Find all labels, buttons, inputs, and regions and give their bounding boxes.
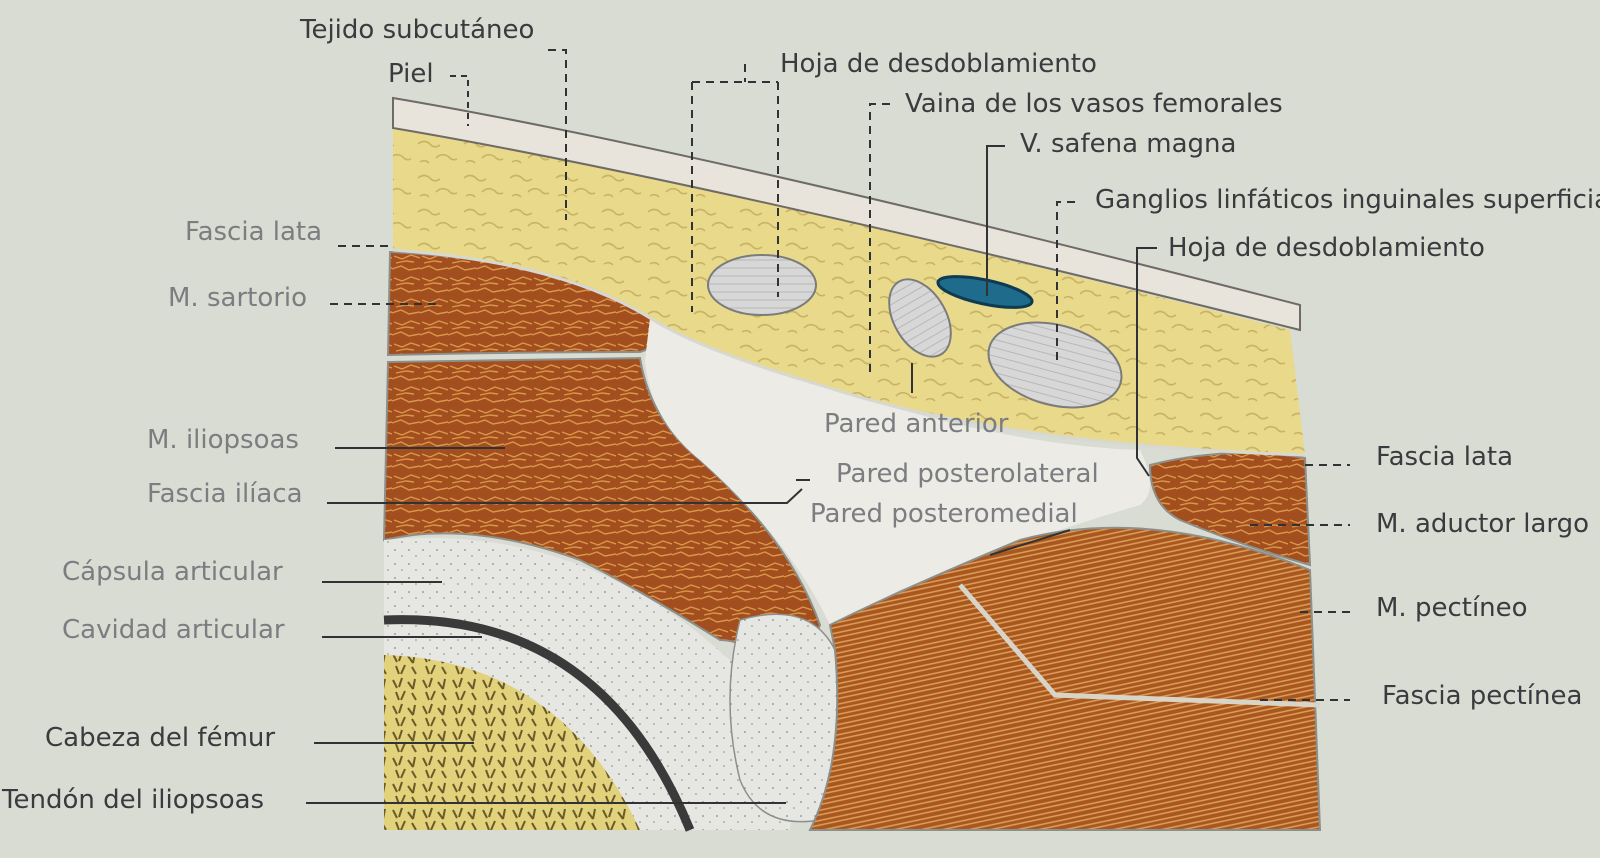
label-m-iliopsoas: M. iliopsoas bbox=[147, 425, 299, 455]
label-m-pectineo: M. pectíneo bbox=[1376, 593, 1528, 623]
lymph-node-large bbox=[987, 321, 1123, 409]
lymph-node-small bbox=[888, 278, 952, 358]
pectineal-fascia bbox=[958, 583, 1321, 708]
label-pared-posterolateral: Pared posterolateral bbox=[836, 459, 1099, 489]
femoral-vessel-node bbox=[707, 254, 817, 316]
label-tendon-iliopsoas: Tendón del iliopsoas bbox=[1, 785, 264, 815]
label-fascia-iliaca: Fascia ilíaca bbox=[147, 479, 303, 509]
label-hoja-desdoblamiento-right: Hoja de desdoblamiento bbox=[1168, 233, 1485, 263]
label-cabeza-femur: Cabeza del fémur bbox=[45, 723, 275, 753]
iliopsoas-muscle bbox=[382, 356, 822, 703]
leader-lines bbox=[306, 49, 1350, 804]
label-piel: Piel bbox=[388, 59, 434, 89]
label-hoja-desdoblamiento-top: Hoja de desdoblamiento bbox=[780, 49, 1097, 79]
pectineus-muscle bbox=[808, 526, 1322, 831]
label-pared-posteromedial: Pared posteromedial bbox=[810, 499, 1078, 529]
label-pared-anterior: Pared anterior bbox=[824, 409, 1009, 439]
fascia-lata-line bbox=[392, 248, 1306, 457]
label-fascia-lata-left: Fascia lata bbox=[185, 217, 322, 247]
label-fascia-lata-right: Fascia lata bbox=[1376, 442, 1513, 472]
label-capsula-articular: Cápsula articular bbox=[62, 557, 283, 587]
label-cavidad-articular: Cavidad articular bbox=[62, 615, 285, 645]
skin-layer bbox=[392, 96, 1301, 332]
label-m-aductor-largo: M. aductor largo bbox=[1376, 509, 1589, 539]
label-v-safena: V. safena magna bbox=[1020, 129, 1236, 159]
adductor-longus-muscle bbox=[1148, 451, 1312, 567]
label-tejido-subcutaneo: Tejido subcutáneo bbox=[299, 15, 534, 45]
label-vaina-vasos: Vaina de los vasos femorales bbox=[905, 89, 1283, 119]
femur-head bbox=[384, 655, 640, 830]
iliopsoas-tendon bbox=[729, 613, 841, 823]
label-fascia-pectinea: Fascia pectínea bbox=[1382, 681, 1582, 711]
articular-cavity bbox=[383, 615, 695, 832]
femoral-space bbox=[645, 318, 1150, 625]
label-m-sartorio: M. sartorio bbox=[168, 283, 307, 313]
label-ganglios: Ganglios linfáticos inguinales superfici… bbox=[1095, 185, 1600, 215]
